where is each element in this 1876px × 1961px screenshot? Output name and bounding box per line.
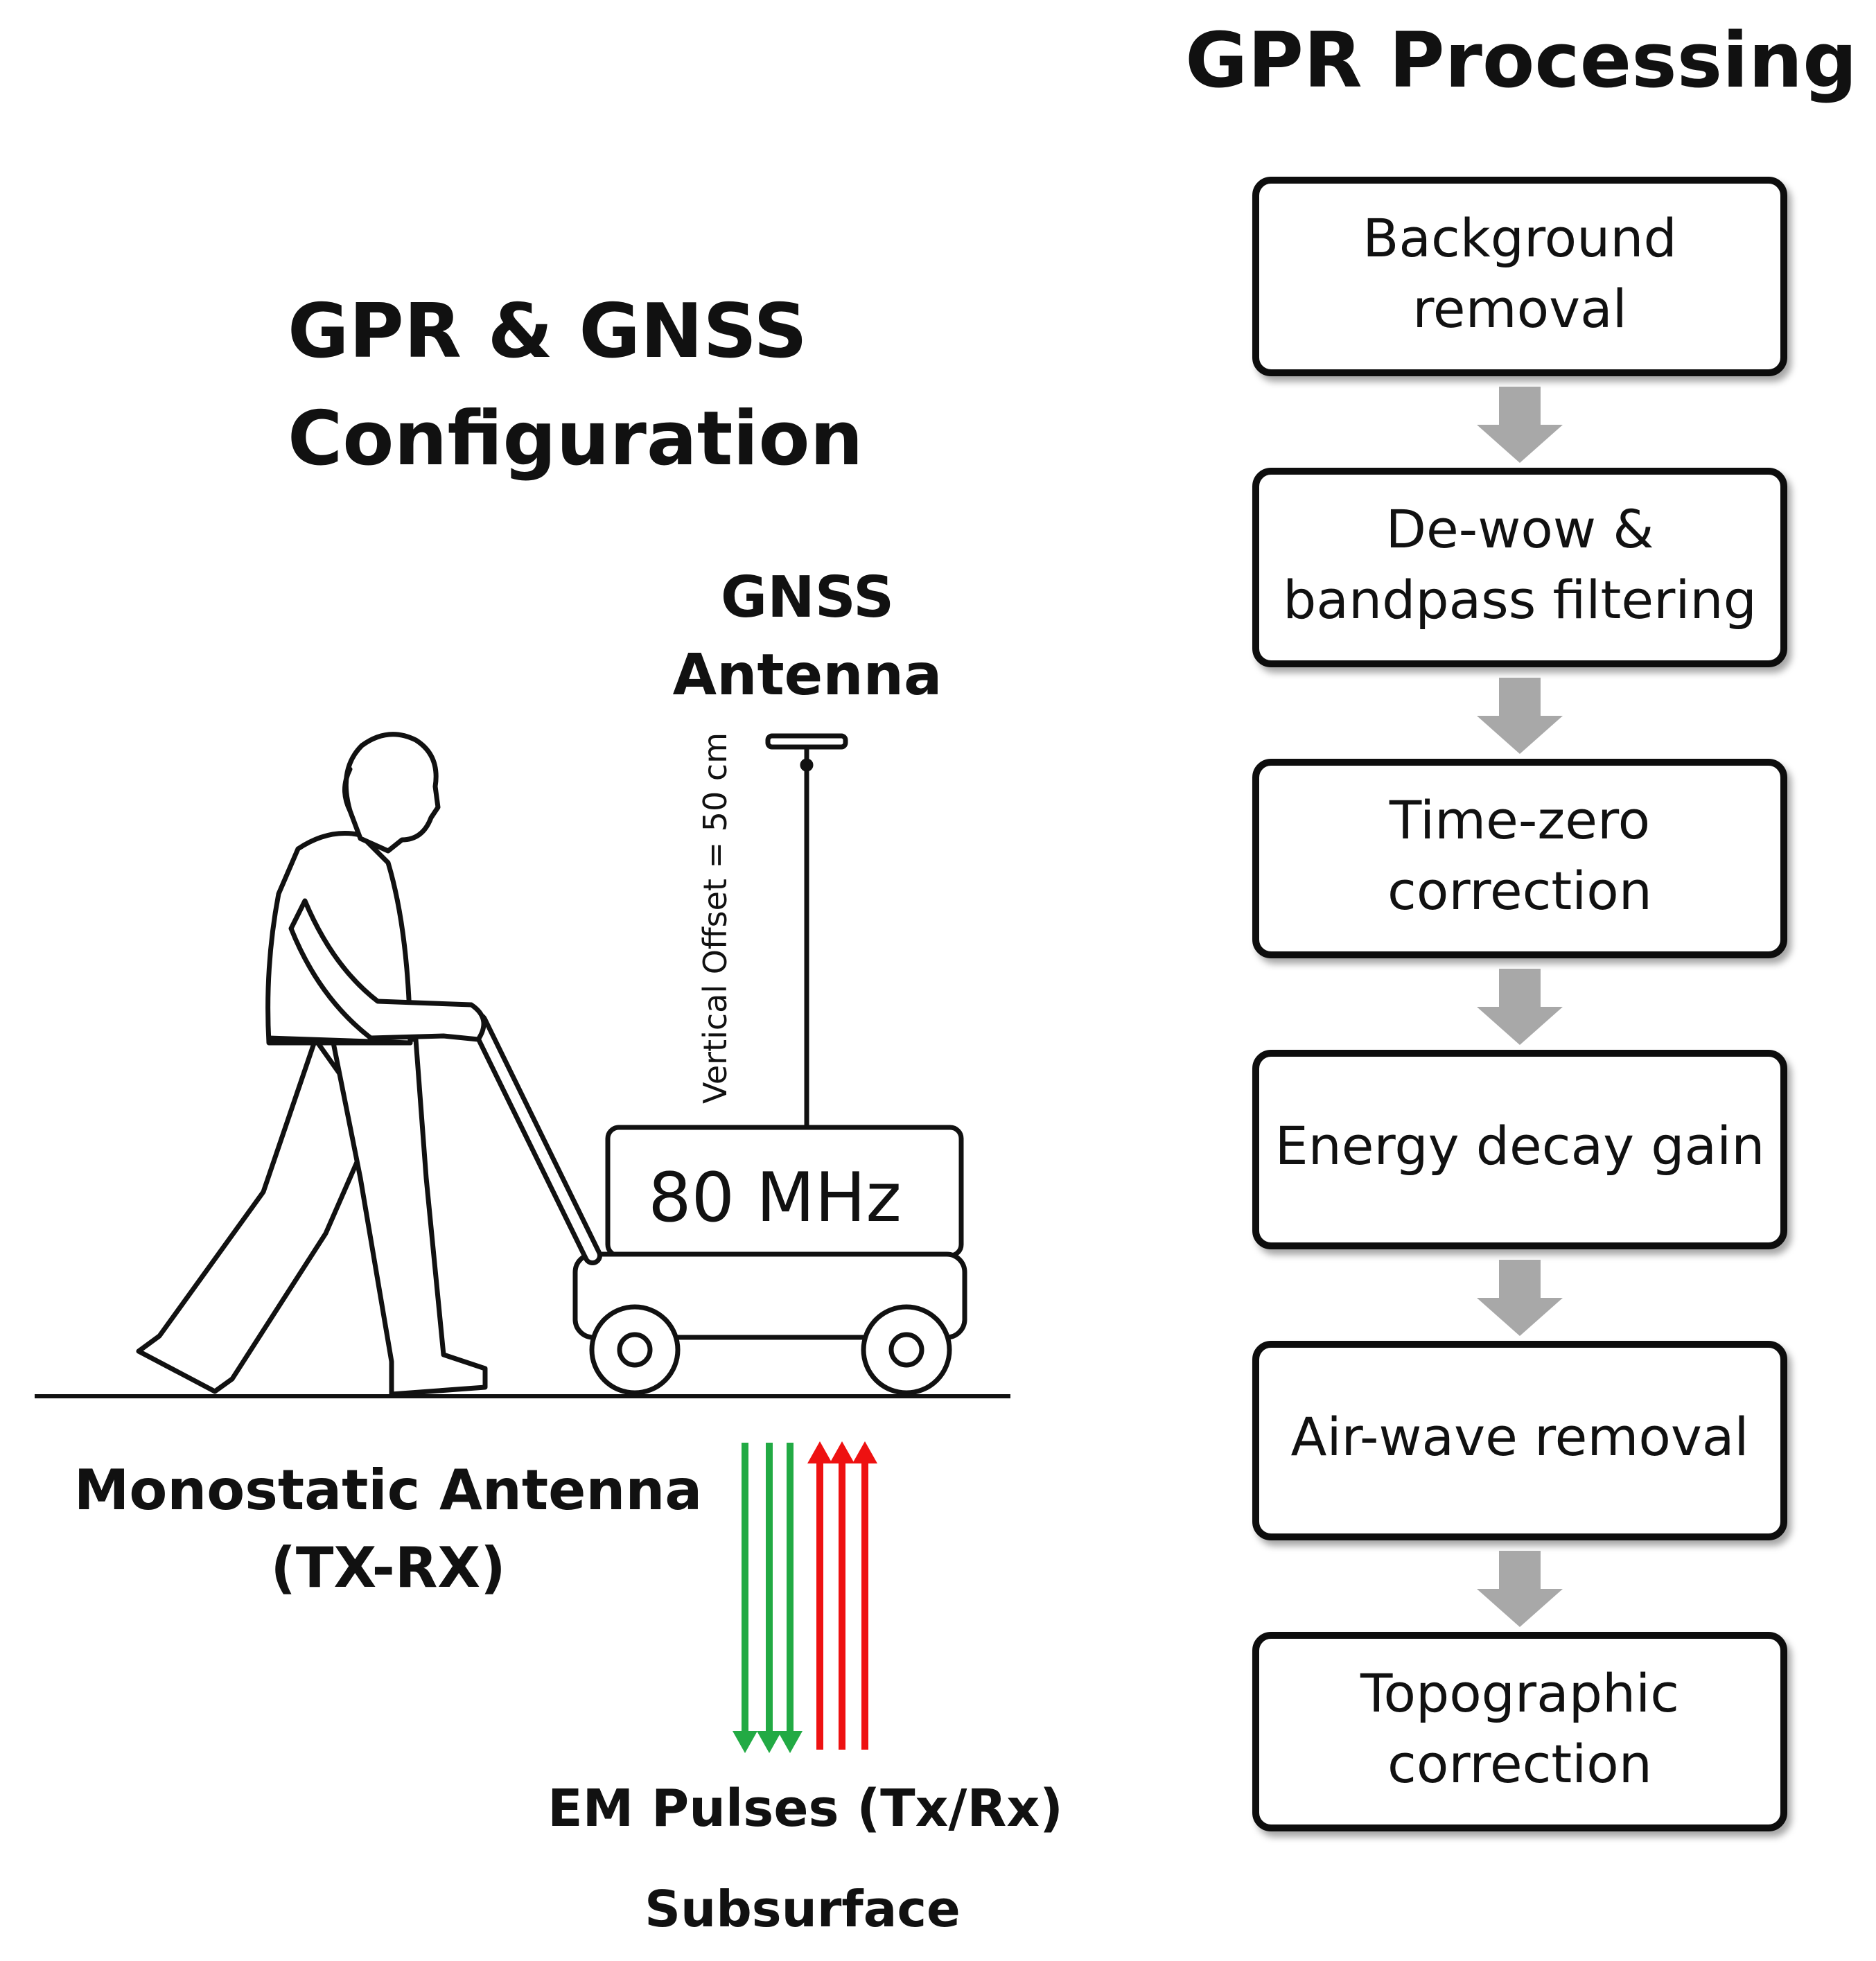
processing-step-label: Background	[1362, 207, 1676, 269]
processing-step-label: De-wow &	[1386, 498, 1654, 560]
processing-step-box: Air-wave removal	[1252, 1341, 1787, 1540]
flow-down-arrow	[1477, 969, 1563, 1045]
processing-step-box: Topographic correction	[1252, 1632, 1787, 1831]
processing-step-box: Time-zero correction	[1252, 759, 1787, 958]
processing-step-label: Energy decay gain	[1275, 1115, 1765, 1177]
receive-arrow	[852, 1441, 877, 1750]
vertical-offset-label: Vertical Offset = 50 cm	[696, 732, 734, 1104]
antenna-frequency-label: 80 MHz	[648, 1159, 902, 1238]
flow-down-arrow	[1477, 1551, 1563, 1627]
processing-step-label: Air-wave removal	[1290, 1406, 1748, 1468]
gnss-antenna-label-line1: GNSS	[721, 565, 894, 631]
processing-step-box: De-wow & bandpass filtering	[1252, 468, 1787, 667]
gpr-cart-icon	[468, 1012, 967, 1396]
transmit-arrow	[733, 1443, 757, 1753]
processing-step-label-line2: correction	[1387, 860, 1652, 922]
gnss-antenna-label-line2: Antenna	[673, 642, 943, 708]
flow-down-arrow	[1477, 678, 1563, 754]
processing-step-label: Topographic	[1360, 1662, 1679, 1724]
transmit-arrow	[778, 1443, 803, 1753]
receive-arrow	[830, 1441, 854, 1750]
config-title-line1: GPR & GNSS	[288, 288, 807, 375]
processing-step-label-line2: correction	[1387, 1733, 1652, 1795]
processing-step-box: Energy decay gain	[1252, 1050, 1787, 1249]
processing-step-box: Background removal	[1252, 177, 1787, 376]
processing-step-label: Time-zero	[1389, 789, 1650, 851]
em-pulse-arrows	[733, 1441, 877, 1753]
monostatic-antenna-label-line2: (TX-RX)	[270, 1536, 505, 1600]
transmit-arrow	[757, 1443, 782, 1753]
processing-step-label-line2: bandpass filtering	[1283, 569, 1757, 631]
flow-down-arrow	[1477, 1260, 1563, 1336]
flow-down-arrow	[1477, 387, 1563, 463]
config-title-line2: Configuration	[288, 396, 863, 482]
processing-step-label-line2: removal	[1412, 278, 1627, 340]
processing-title: GPR Processing	[1185, 16, 1857, 105]
subsurface-label: Subsurface	[645, 1880, 961, 1938]
receive-arrow	[807, 1441, 832, 1750]
monostatic-antenna-label-line1: Monostatic Antenna	[74, 1458, 703, 1522]
gnss-antenna-icon	[765, 733, 848, 1126]
operator-icon	[136, 732, 488, 1397]
em-pulses-label: EM Pulses (Tx/Rx)	[547, 1779, 1063, 1838]
